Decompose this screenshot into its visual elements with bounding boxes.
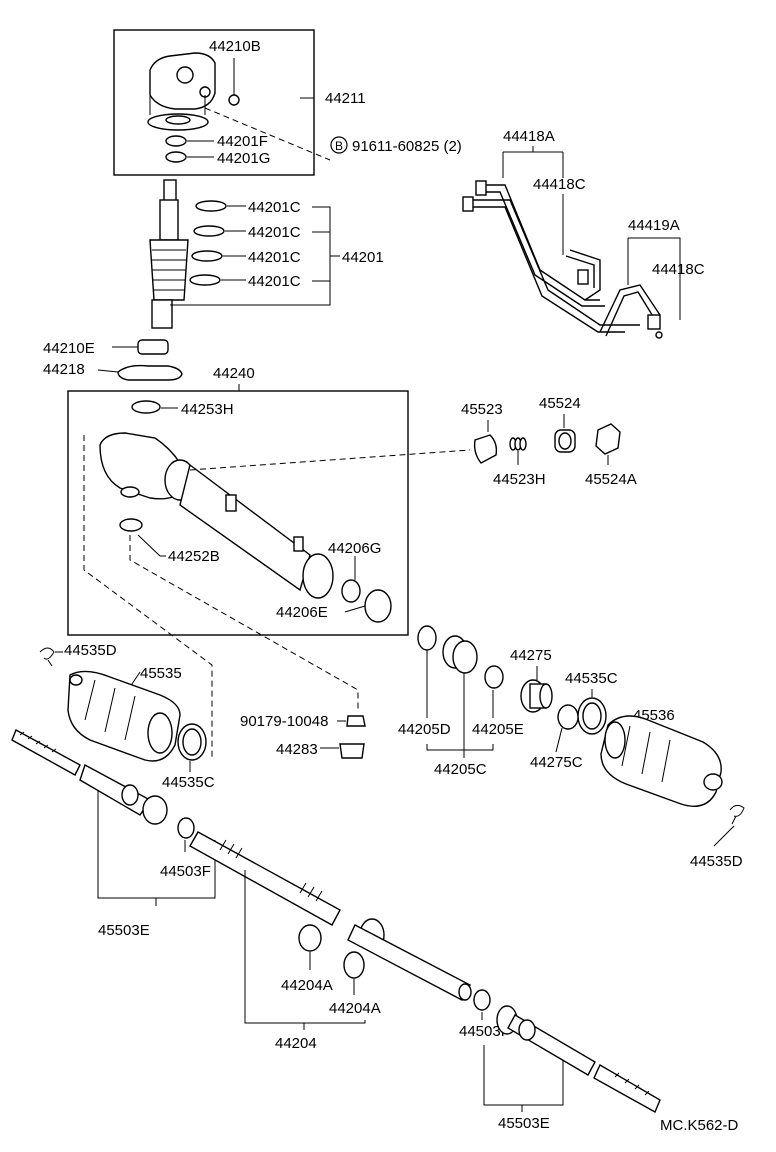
label-44205c: 44205C [434,761,487,778]
ring-44205d[interactable] [417,625,437,651]
label-44201g: 44201G [217,150,270,167]
label-44419a: 44419A [628,217,680,234]
cap-45524[interactable] [554,429,576,453]
label-44204: 44204 [275,1035,317,1052]
bushing-44205c[interactable] [442,635,478,674]
locknut-45524a[interactable] [595,423,621,455]
label-44275c: 44275C [530,754,583,771]
nut-90179[interactable] [346,715,366,727]
label-44205d: 44205D [398,721,451,738]
label-45503e-2: 45503E [498,1115,550,1132]
clamp-44535c-right[interactable] [577,697,607,735]
label-44204a-2: 44204A [329,1000,381,1017]
label-44418c-1: 44418C [533,176,586,193]
label-45523: 45523 [461,401,503,418]
seal-44201f[interactable] [165,135,187,147]
label-44201c-1: 44201C [248,199,301,216]
label-90179: 90179-10048 [240,713,328,730]
plug-44210b[interactable] [228,94,240,106]
label-44535d-2: 44535D [690,853,743,870]
ring-44201c-4[interactable] [189,274,221,286]
label-45503e-1: 45503E [98,922,150,939]
ring-44201c-3[interactable] [191,250,223,262]
ring-44201c-2[interactable] [193,225,225,237]
label-44252b: 44252B [168,548,220,565]
plug-44252b[interactable] [119,518,143,532]
label-44503f-2: 44503F [459,1023,510,1040]
washer-44503f-left[interactable] [177,817,195,839]
label-44283: 44283 [276,741,318,758]
label-44206e: 44206E [276,604,328,621]
valve-housing-box [113,29,315,176]
gasket-44218[interactable] [117,364,183,381]
tie-rod-45503e-right[interactable] [496,1005,661,1113]
label-44535d-1: 44535D [64,642,117,659]
clip-44535d-right[interactable] [729,804,745,825]
label-44204a-1: 44204A [281,977,333,994]
rack-housing-part[interactable] [99,432,334,599]
label-44201: 44201 [342,249,384,266]
washer-44503f-right[interactable] [473,989,491,1011]
label-44201c-2: 44201C [248,224,301,241]
bolt-letter: B [335,139,343,153]
label-44253h: 44253H [181,401,234,418]
valve-housing-part[interactable] [147,52,216,131]
return-tube-44419a[interactable] [599,284,663,339]
tie-rod-45503e-left[interactable] [11,729,168,825]
seal-44206g[interactable] [341,579,361,603]
ring-44201c-1[interactable] [195,200,227,212]
clamp-44535c-left[interactable] [177,723,207,761]
label-44275: 44275 [510,647,552,664]
label-44503f-1: 44503F [160,863,211,880]
label-44210b: 44210B [209,38,261,55]
bushing-44206e[interactable] [364,589,392,623]
label-44201f: 44201F [217,133,268,150]
label-44218: 44218 [43,361,85,378]
clip-44535d-left[interactable] [39,647,55,667]
label-44418c-2: 44418C [652,261,705,278]
label-44211: 44211 [325,90,366,107]
label-44240: 44240 [213,365,255,382]
label-44201c-4: 44201C [248,273,301,290]
label-45535: 45535 [140,665,182,682]
ring-44204a-2[interactable] [343,951,365,979]
ring-44205e[interactable] [484,665,504,689]
pressure-tube-44418a[interactable] [462,180,640,333]
boot-45535[interactable] [67,670,181,762]
rack-guide-45523[interactable] [473,434,498,464]
rack-44204[interactable] [189,831,472,1001]
rack-housing-box [67,390,409,636]
seal-44283[interactable] [339,743,365,759]
label-45524a: 45524A [585,471,637,488]
label-91611: 91611-60825 (2) [352,138,462,155]
boot-45536[interactable] [600,715,723,807]
pinion-shaft-44201[interactable] [149,179,189,329]
stopper-44275[interactable] [520,679,553,713]
label-44206g: 44206G [328,540,381,557]
bolt-symbol [330,136,348,154]
ring-44204a-1[interactable] [298,924,322,952]
diagram-code: MC.K562-D [660,1117,739,1134]
seal-44201g[interactable] [165,151,187,163]
bushing-44253h[interactable] [131,400,161,414]
spring-44523h[interactable] [509,437,527,451]
label-44535c-1: 44535C [162,774,215,791]
label-44418a: 44418A [503,128,555,145]
label-44523h: 44523H [493,471,546,488]
label-44201c-3: 44201C [248,249,301,266]
ring-44275c[interactable] [557,704,579,730]
label-44205e: 44205E [472,721,524,738]
label-44535c-2: 44535C [565,670,618,687]
label-44210e: 44210E [43,340,95,357]
bearing-44210e[interactable] [137,339,169,355]
label-45524: 45524 [539,395,581,412]
